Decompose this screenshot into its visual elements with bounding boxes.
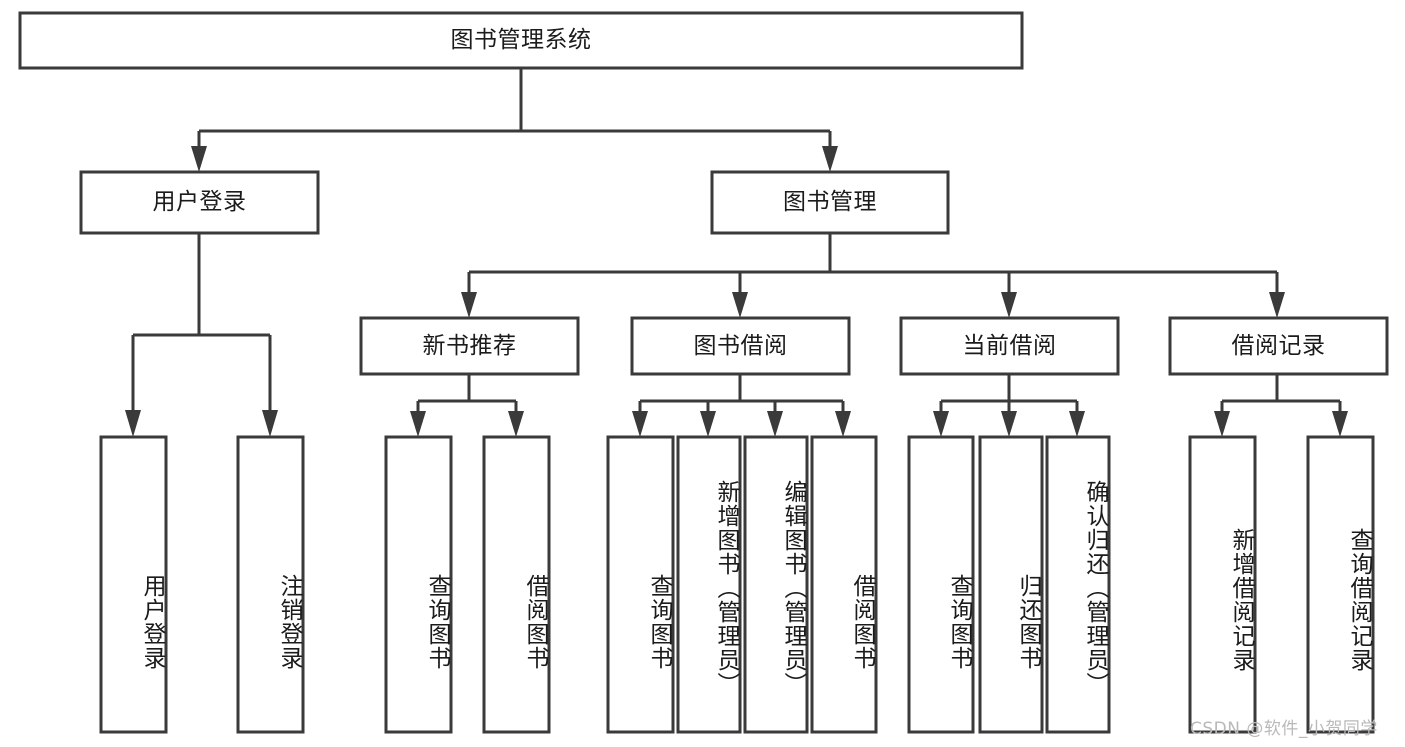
node-box-leaf-edit-book[interactable] (743, 435, 809, 734)
connector-group-user-login (125, 233, 278, 437)
node-box-leaf-user-login[interactable] (99, 435, 168, 734)
arrow-root-to-book-manage (822, 146, 838, 172)
node-box-leaf-return-book[interactable] (978, 435, 1044, 734)
node-box-book-borrow[interactable] (630, 316, 851, 376)
node-box-leaf-user-logout[interactable] (236, 435, 305, 734)
connector-group-root (191, 68, 838, 172)
arrow-bb-to-leaf3 (767, 411, 783, 437)
arrow-bm-to-book-borrow (732, 292, 748, 318)
arrow-bb-to-leaf1 (632, 411, 648, 437)
node-box-user-login[interactable] (79, 170, 320, 235)
node-box-leaf-confirm-return[interactable] (1045, 435, 1111, 734)
arrow-bb-to-leaf4 (835, 411, 851, 437)
node-box-root[interactable] (18, 11, 1024, 70)
arrow-cb-to-leaf3 (1069, 411, 1085, 437)
arrow-br-to-leaf2 (1332, 411, 1348, 437)
node-box-borrow-record[interactable] (1168, 316, 1389, 376)
connector-group-borrow-record (1214, 374, 1348, 437)
arrow-user-login-to-leaf1 (125, 410, 141, 437)
node-box-leaf-query-record[interactable] (1306, 435, 1375, 734)
arrow-newbook-to-leaf1 (410, 411, 426, 437)
node-box-leaf-borrow-book-1[interactable] (482, 435, 551, 734)
arrow-user-login-to-leaf2 (262, 410, 278, 437)
node-box-new-book-recommend[interactable] (359, 316, 580, 376)
arrow-bb-to-leaf2 (700, 411, 716, 437)
node-box-current-borrow[interactable] (899, 316, 1120, 376)
connector-group-book-borrow (632, 374, 851, 437)
arrow-cb-to-leaf2 (1001, 411, 1017, 437)
arrow-cb-to-leaf1 (933, 411, 949, 437)
connector-group-book-manage (461, 233, 1285, 318)
connector-group-new-book (410, 374, 524, 437)
node-box-leaf-borrow-book-2[interactable] (810, 435, 878, 734)
arrow-newbook-to-leaf2 (508, 411, 524, 437)
connector-group-current-borrow (933, 374, 1085, 437)
arrow-bm-to-new-book (461, 292, 477, 318)
node-box-leaf-query-book-3[interactable] (907, 435, 975, 734)
node-box-book-manage[interactable] (710, 170, 950, 235)
node-box-leaf-query-book-1[interactable] (384, 435, 453, 734)
arrow-bm-to-borrow-record (1269, 292, 1285, 318)
node-box-leaf-add-book[interactable] (676, 435, 742, 734)
arrow-bm-to-current-borrow (1001, 292, 1017, 318)
node-box-leaf-add-record[interactable] (1188, 435, 1257, 734)
arrow-root-to-user-login (191, 146, 207, 172)
arrow-br-to-leaf1 (1214, 411, 1230, 437)
node-box-leaf-query-book-2[interactable] (606, 435, 675, 734)
